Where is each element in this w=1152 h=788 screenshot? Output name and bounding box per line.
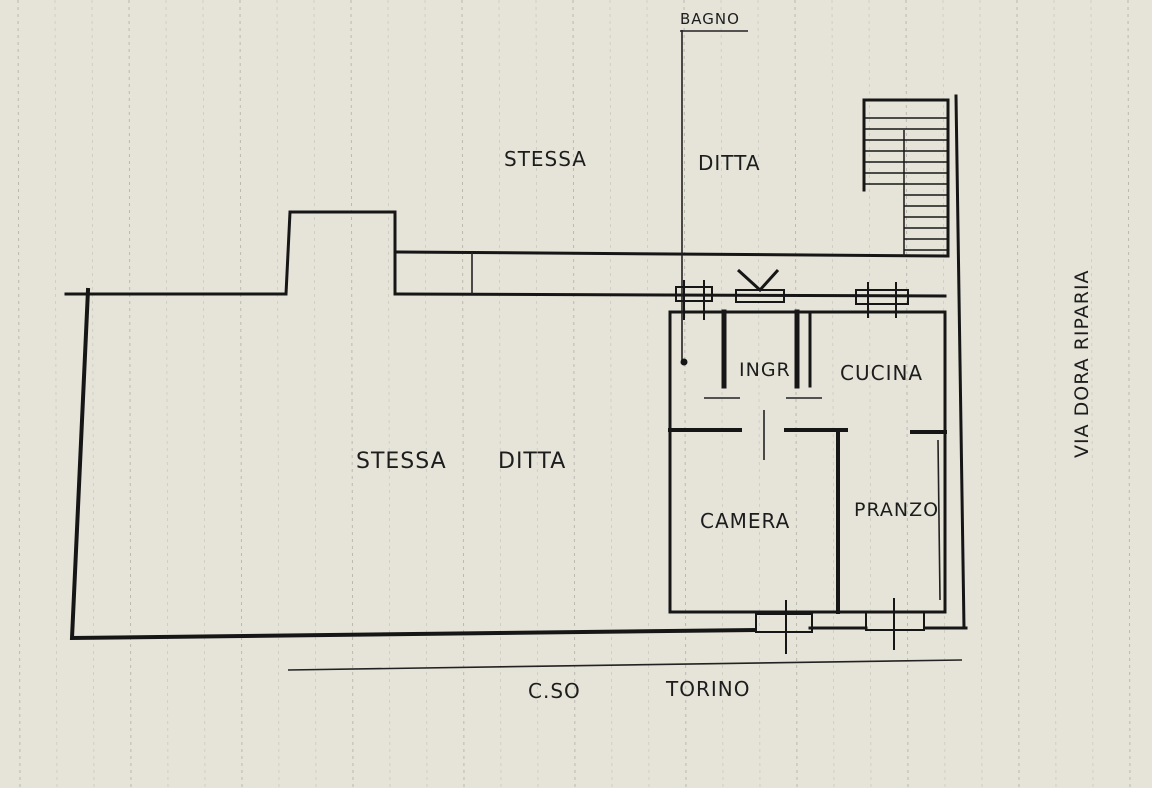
entrance-arrow-icon: [736, 268, 780, 293]
room-label-bagno: BAGNO: [680, 10, 740, 28]
window-frame: [675, 286, 713, 302]
area-label-top-1: STESSA: [504, 147, 587, 171]
street-label-torino: TORINO: [665, 677, 750, 701]
area-label-top-2: DITTA: [698, 151, 761, 175]
grid-line: [683, 0, 687, 788]
corridor-wall-upper: [396, 250, 947, 258]
paper-grid: [17, 0, 1131, 788]
window-bottom-camera: [755, 600, 813, 654]
grid-line: [905, 0, 909, 788]
grid-line: [572, 0, 576, 788]
grid-line: [1090, 0, 1094, 788]
apartment-wall-left: [668, 310, 840, 614]
corridor-wall-lower: [396, 292, 947, 298]
room-label-cucina: CUCINA: [840, 361, 923, 385]
grid-line: [276, 0, 280, 788]
room-label-ingr: INGR: [739, 359, 791, 381]
window-top-cucina: [855, 282, 909, 318]
grid-line: [720, 0, 724, 788]
stair-outline: [862, 98, 950, 258]
window-top-ingr: [735, 268, 785, 303]
grid-line: [1053, 0, 1057, 788]
grid-line: [239, 0, 243, 788]
boundary-wall-left-bottom: [69, 287, 758, 641]
grid-line: [424, 0, 428, 788]
right-boundary-wall: [954, 94, 966, 630]
grid-line: [17, 0, 21, 788]
street-label-via-dora-riparia: VIA DORA RIPARIA: [1071, 269, 1093, 458]
street-line-corso-torino: [287, 659, 963, 671]
grid-line: [498, 0, 502, 788]
window-frame: [855, 289, 909, 305]
grid-line: [165, 0, 169, 788]
boundary-wall-top-left: [64, 210, 397, 296]
grid-line: [350, 0, 354, 788]
window-frame: [755, 613, 813, 633]
grid-line: [128, 0, 132, 788]
area-label-main-2: DITTA: [498, 449, 566, 474]
room-label-camera: CAMERA: [700, 509, 790, 533]
grid-line: [535, 0, 539, 788]
grid-line: [313, 0, 317, 788]
street-label-cso: C.SO: [528, 679, 581, 703]
grid-line: [646, 0, 650, 788]
stair-steps: [864, 117, 948, 251]
grid-line: [54, 0, 58, 788]
staircase: [862, 98, 950, 258]
grid-line: [202, 0, 206, 788]
bagno-pointer-dot: [680, 358, 688, 366]
grid-line: [609, 0, 613, 788]
window-top-bagno: [675, 280, 713, 320]
grid-line: [1016, 0, 1020, 788]
grid-line: [979, 0, 983, 788]
grid-line: [461, 0, 465, 788]
grid-line: [757, 0, 761, 788]
pranzo-inner-edge: [937, 439, 941, 601]
room-label-pranzo: PRANZO: [854, 499, 939, 521]
grid-line: [387, 0, 391, 788]
window-bottom-pranzo: [865, 598, 925, 650]
grid-line: [831, 0, 835, 788]
area-label-main-1: STESSA: [356, 449, 447, 474]
grid-line: [794, 0, 798, 788]
grid-line: [1127, 0, 1131, 788]
grid-line: [91, 0, 95, 788]
apartment: [668, 309, 947, 614]
grid-line: [868, 0, 872, 788]
